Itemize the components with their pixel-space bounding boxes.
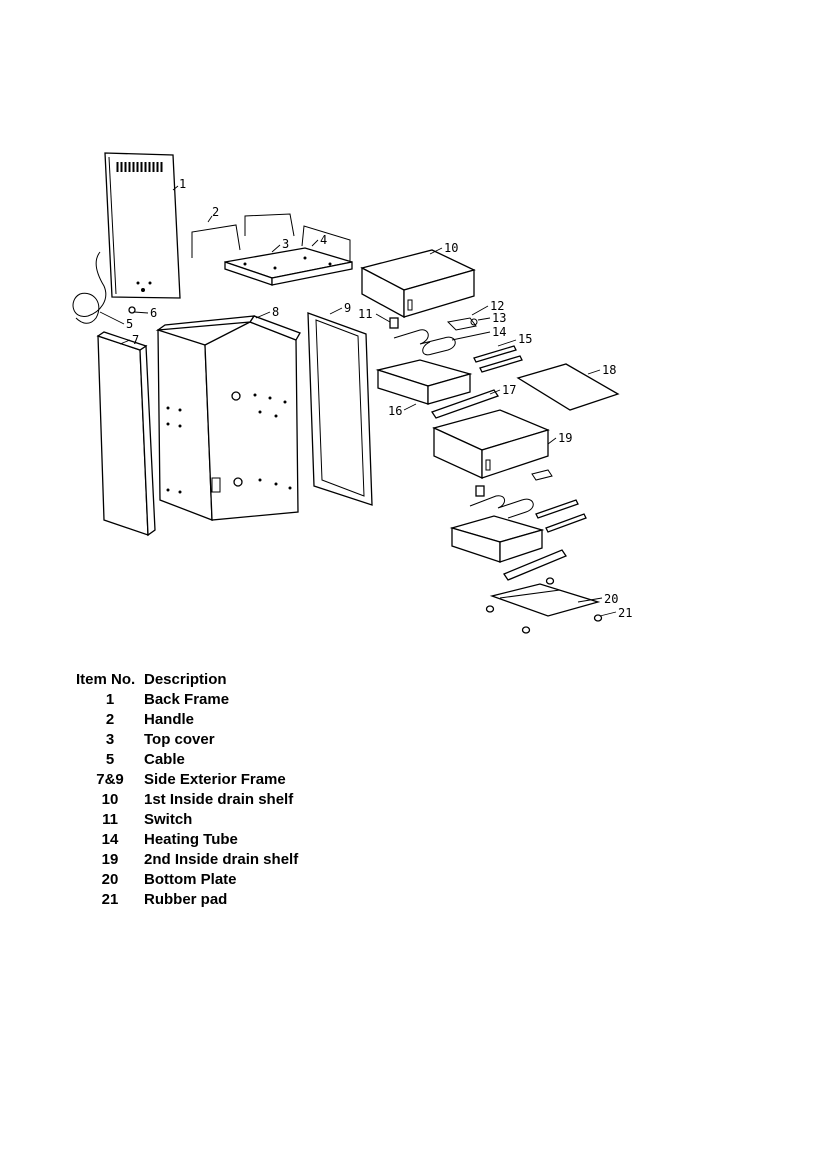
- callout-15: 15: [518, 332, 532, 346]
- table-row: 1 Back Frame: [76, 690, 298, 710]
- callout-12: 12: [490, 299, 504, 313]
- description-cell: Bottom Plate: [144, 871, 237, 888]
- callout-1: 1: [179, 177, 186, 191]
- callout-5: 5: [126, 317, 133, 331]
- callout-6: 6: [150, 306, 157, 320]
- table-header-row: Item No. Description: [76, 670, 298, 690]
- description-cell: Side Exterior Frame: [144, 771, 286, 788]
- bottom-plate-part: [489, 583, 601, 617]
- callout-7: 7: [132, 333, 139, 347]
- cable-part: [72, 251, 107, 324]
- item-no-cell: 5: [105, 751, 115, 768]
- parts-list-table: Item No. Description 1 Back Frame 2 Hand…: [76, 670, 298, 910]
- description-cell: Switch: [144, 811, 193, 828]
- callout-9: 9: [344, 301, 351, 315]
- description-cell: Handle: [144, 711, 195, 728]
- description-cell: Cable: [144, 751, 185, 768]
- callout-14: 14: [492, 325, 506, 339]
- callout-21: 21: [618, 606, 632, 620]
- side-frame-right-part: [307, 312, 373, 506]
- description-cell: Back Frame: [144, 691, 230, 708]
- callout-2: 2: [212, 205, 219, 219]
- description-cell: Rubber pad: [144, 891, 228, 908]
- drawer-part: [375, 359, 473, 405]
- rail-part: [430, 389, 500, 419]
- table-row: 7&9 Side Exterior Frame: [76, 770, 298, 790]
- handle-part: [191, 213, 351, 262]
- plate-part: [516, 363, 620, 411]
- callout-10: 10: [444, 241, 458, 255]
- item-no-cell: 2: [105, 711, 115, 728]
- item-no-cell: 3: [105, 731, 115, 748]
- inner-frame-part: [155, 315, 301, 521]
- item-no-cell: 20: [101, 871, 119, 888]
- callout-8: 8: [272, 305, 279, 319]
- description-cell: Top cover: [144, 731, 215, 748]
- callout-3: 3: [282, 237, 289, 251]
- side-frame-left-part: [96, 331, 156, 537]
- heating-tube-part: [393, 329, 456, 356]
- item-no-cell: 14: [101, 831, 119, 848]
- callout-4: 4: [320, 233, 327, 247]
- callout-16: 16: [388, 404, 402, 418]
- item-no-cell: 7&9: [96, 771, 124, 788]
- description-cell: Heating Tube: [144, 831, 238, 848]
- first-drain-shelf-part: [360, 249, 476, 319]
- item-no-header: Item No.: [76, 671, 136, 688]
- description-cell: 2nd Inside drain shelf: [144, 851, 299, 868]
- callout-19: 19: [558, 431, 572, 445]
- callout-11: 11: [358, 307, 372, 321]
- item-no-cell: 19: [101, 851, 119, 868]
- exploded-parts-diagram: 1 2 3 4 5 6 7 8 9 10 11 12 13 14 15 16 1…: [72, 152, 632, 634]
- rubber-pad-part: [485, 577, 603, 634]
- lower-drawer-part: [449, 515, 545, 563]
- second-drain-shelf-part: [432, 409, 550, 480]
- callout-13: 13: [492, 311, 506, 325]
- switch-part: [389, 317, 399, 329]
- table-row: 10 1st Inside drain shelf: [76, 790, 298, 810]
- table-row: 14 Heating Tube: [76, 830, 298, 850]
- table-row: 19 2nd Inside drain shelf: [76, 850, 299, 870]
- description-header: Description: [144, 671, 227, 688]
- back-frame-part: [104, 152, 181, 299]
- callout-20: 20: [604, 592, 618, 606]
- callout-18: 18: [602, 363, 616, 377]
- bracket-part: [446, 317, 477, 331]
- table-row: 21 Rubber pad: [76, 890, 298, 910]
- table-row: 3 Top cover: [76, 730, 298, 750]
- top-cover-part: [224, 247, 353, 286]
- rail-part: [473, 345, 517, 363]
- item-no-cell: 1: [105, 691, 115, 708]
- small-fitting-part: [128, 306, 136, 314]
- table-row: 5 Cable: [76, 750, 298, 770]
- table-row: 11 Switch: [76, 810, 298, 830]
- item-no-cell: 21: [101, 891, 119, 908]
- item-no-cell: 10: [101, 791, 119, 808]
- description-cell: 1st Inside drain shelf: [144, 791, 294, 808]
- table-row: 2 Handle: [76, 710, 298, 730]
- table-row: 20 Bottom Plate: [76, 870, 298, 890]
- callout-17: 17: [502, 383, 516, 397]
- item-no-cell: 11: [102, 811, 118, 828]
